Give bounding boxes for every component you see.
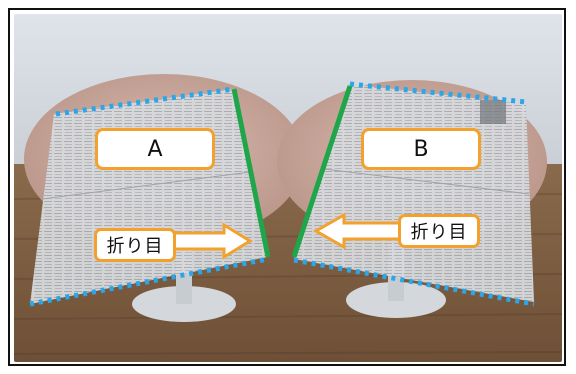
fold-line-b	[291, 85, 353, 258]
newspaper-b-crease	[323, 168, 530, 195]
photo	[14, 14, 562, 362]
label-b-text: B	[413, 136, 429, 162]
label-a: A	[95, 128, 215, 170]
edge-a-top	[55, 86, 235, 117]
dotted-edges	[29, 81, 535, 307]
newspaper-a-crease	[41, 171, 251, 200]
arrow-left-icon	[312, 212, 406, 250]
edge-b-top	[349, 81, 527, 105]
fold-label-left: 折り目	[94, 228, 176, 262]
label-b: B	[361, 128, 481, 170]
arrow-right-icon	[172, 222, 253, 260]
newspaper-b-photo	[480, 100, 506, 124]
fold-label-right-text: 折り目	[410, 222, 468, 243]
photo-scene	[14, 14, 562, 362]
label-a-text: A	[147, 136, 163, 162]
edge-a-bottom	[29, 256, 269, 307]
fold-label-left-text: 折り目	[106, 236, 164, 257]
fold-label-right: 折り目	[398, 214, 480, 248]
fold-line-a	[231, 88, 271, 258]
